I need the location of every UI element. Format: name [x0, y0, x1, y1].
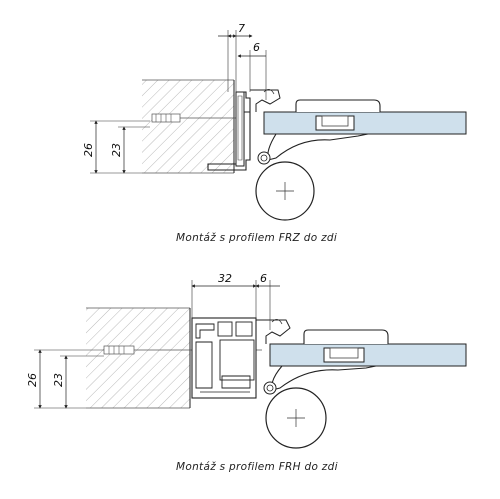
hinge-pin [257, 151, 271, 165]
dim-23: 23 [110, 143, 123, 157]
drawing-frh: 32 6 26 23 Montáž s profilem FRH do zdi [26, 272, 467, 473]
dim-6: 6 [260, 272, 267, 285]
hinge-body [271, 365, 377, 391]
dim-23: 23 [52, 373, 65, 387]
drawing-frz: 7 6 26 23 Montáž s profilem FRZ do zdi [82, 22, 467, 244]
wall-section [142, 80, 234, 173]
dimension-top: 7 6 [218, 22, 267, 100]
seal-clip [256, 319, 291, 344]
dimension-top: 32 6 [191, 272, 280, 330]
caption-frh: Montáž s profilem FRH do zdi [176, 461, 338, 473]
dimension-side: 26 23 [26, 349, 104, 409]
hinge-body [267, 133, 369, 161]
dim-26: 26 [26, 373, 39, 387]
dimension-side: 26 23 [82, 120, 150, 174]
dim-7: 7 [238, 22, 245, 35]
wall-section [86, 308, 190, 408]
seal-clip [250, 89, 281, 112]
glass-panel [269, 343, 467, 367]
caption-frz: Montáž s profilem FRZ do zdi [176, 232, 337, 244]
hinge-pin [263, 381, 277, 395]
hinge-plate [303, 329, 389, 344]
dim-6: 6 [253, 41, 260, 54]
glass-panel [263, 111, 467, 135]
dim-26: 26 [82, 143, 95, 157]
wall-anchor [151, 113, 236, 123]
dim-32: 32 [218, 272, 232, 285]
frh-profile [191, 317, 257, 399]
hinge-plate [295, 99, 381, 112]
